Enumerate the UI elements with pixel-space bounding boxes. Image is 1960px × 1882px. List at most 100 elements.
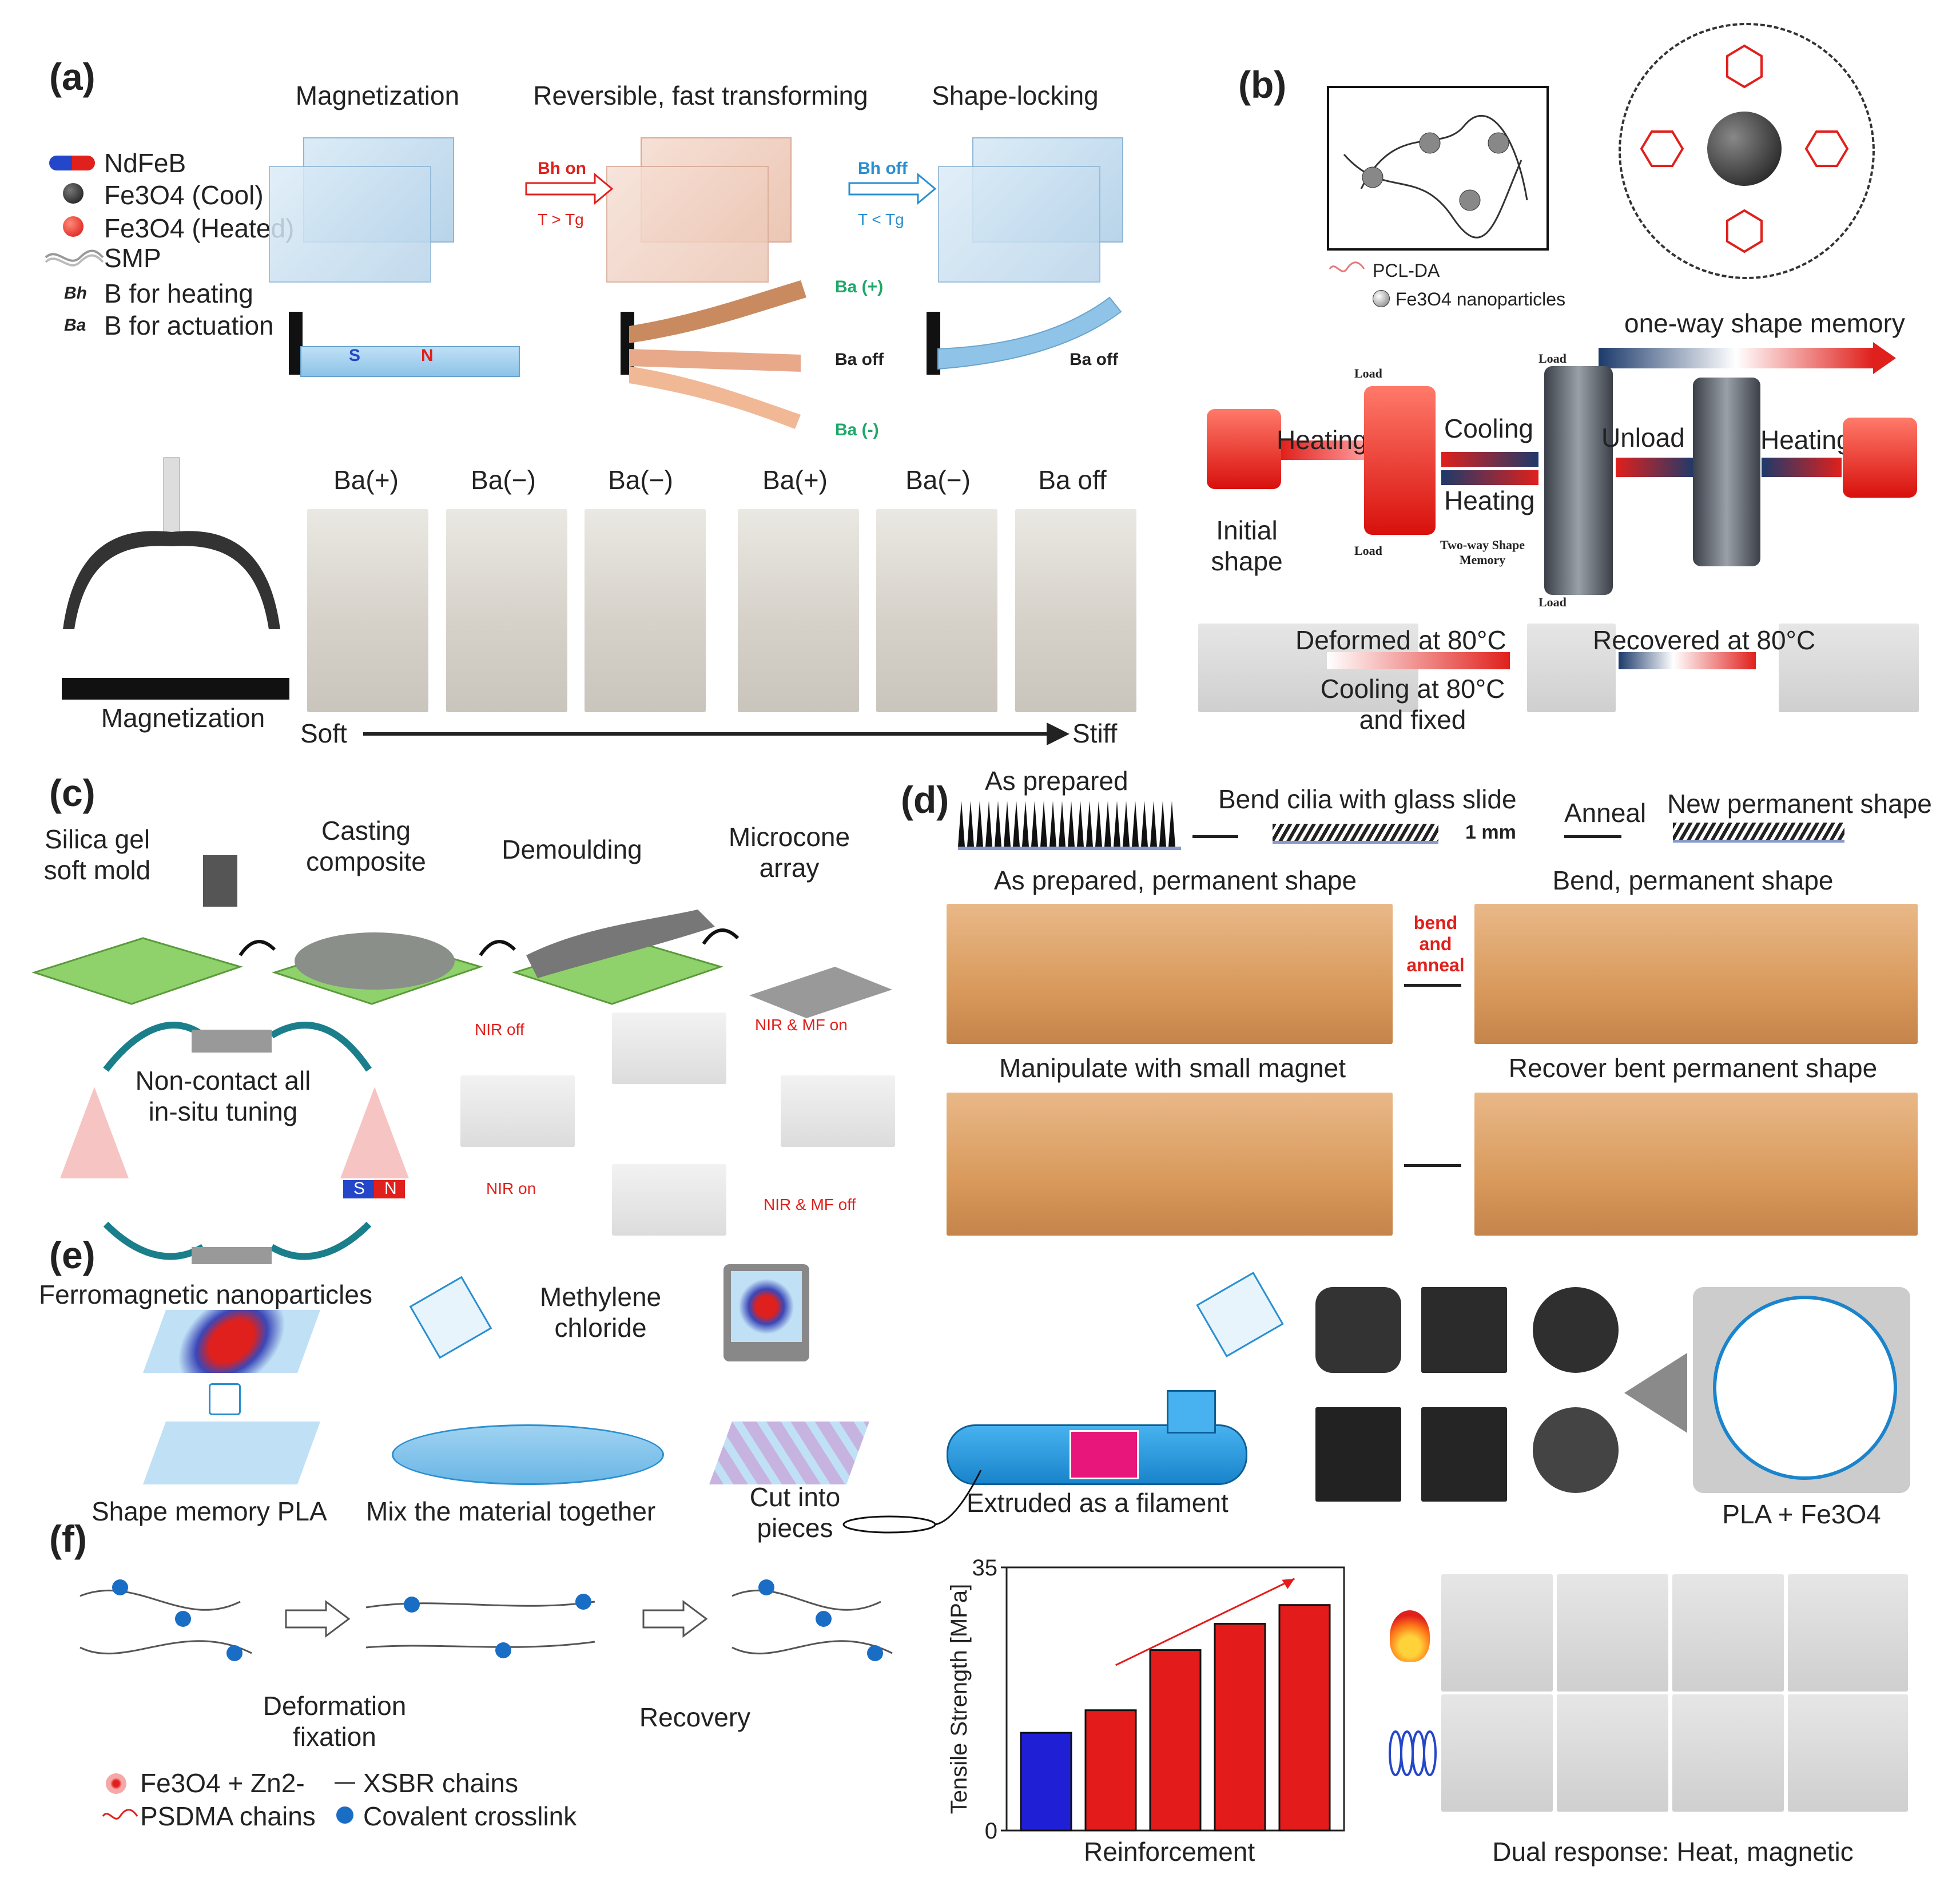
legend-fe3o4-np: Fe3O4 nanoparticles	[1396, 289, 1566, 309]
heat-photo-3	[1672, 1574, 1784, 1692]
photo-a2	[446, 509, 567, 712]
photo-d1-caption: As prepared, permanent shape	[993, 865, 1357, 895]
cilium-spike	[985, 801, 992, 847]
legend-b-heating: B for heating	[104, 279, 253, 308]
extruder-screw	[1070, 1430, 1139, 1479]
legend-ba-symbol: Ba	[64, 316, 86, 335]
cooling-step: Cooling	[1444, 414, 1533, 443]
unload-step: Unload	[1601, 423, 1685, 452]
tuning-label: Non-contact all in-situ tuning	[135, 1066, 311, 1126]
zoom-wedge	[1624, 1353, 1687, 1433]
print-sample-2	[1421, 1287, 1507, 1373]
trend-arrow	[1115, 1578, 1295, 1666]
bent-cilia-shape	[1273, 824, 1438, 844]
one-way-title: one-way shape memory	[1624, 308, 1905, 338]
bh-off-label: Bh off	[858, 159, 908, 178]
deformed-arrow	[1327, 652, 1510, 669]
print-sample-6	[1533, 1407, 1619, 1493]
heating-back-arrow	[1441, 470, 1538, 485]
heating-step-2: Heating	[1444, 486, 1535, 515]
bar	[1149, 1649, 1202, 1832]
panel-b-label: (b)	[1238, 63, 1287, 106]
panel-c-label: (c)	[49, 772, 96, 814]
network-box	[1327, 86, 1549, 251]
print-sample-5	[1421, 1407, 1507, 1502]
pla-fe3o4-label: PLA + Fe3O4	[1722, 1499, 1881, 1529]
legend-smp: SMP	[104, 243, 161, 273]
load-top-2: Load	[1538, 351, 1567, 366]
ba-plus-label: Ba (+)	[835, 277, 884, 296]
photo-a6-label: Ba off	[1038, 465, 1107, 495]
soft-label: Soft	[300, 718, 347, 748]
trend-arrowhead	[1282, 1578, 1295, 1589]
step-reversible-title: Reversible, fast transforming	[533, 81, 868, 110]
cilium-spike	[1086, 801, 1093, 847]
photo-c1	[612, 1013, 726, 1084]
beam-n-label: N	[421, 346, 434, 365]
arrow-d3	[1404, 984, 1461, 987]
photo-d4-caption: Recover bent permanent shape	[1508, 1053, 1878, 1083]
arrow-d4	[1404, 1164, 1461, 1167]
photo-d3-caption: Manipulate with small magnet	[999, 1053, 1346, 1083]
bh-on-label: Bh on	[538, 159, 586, 178]
mix-label: Mix the material together	[366, 1496, 656, 1526]
methylene-label: Methylene chloride	[539, 1282, 662, 1343]
legend-fe3o4-cool: Fe3O4 (Cool)	[104, 180, 264, 210]
photo-a6	[1015, 509, 1136, 712]
nir-on-label: NIR on	[486, 1180, 536, 1197]
psdma-legend-icon	[102, 1809, 138, 1820]
network-f	[79, 1579, 893, 1661]
print-sample-1	[1315, 1287, 1401, 1373]
bend-cilia-label: Bend cilia with glass slide	[1218, 784, 1517, 814]
photo-b3	[1779, 624, 1919, 712]
nir-mf-off-label: NIR & MF off	[764, 1196, 856, 1213]
bar	[1214, 1623, 1266, 1832]
photo-b2	[1527, 624, 1616, 712]
legend-fe3o4-heated: Fe3O4 (Heated)	[104, 213, 295, 243]
cooled-block	[1544, 366, 1613, 595]
ferromagnetic-label: Ferromagnetic nanoparticles	[39, 1280, 372, 1309]
step-magnetization-title: Magnetization	[295, 81, 460, 110]
deformation-label: Deformation fixation	[263, 1691, 407, 1752]
catechol-ligands	[1640, 44, 1849, 253]
magnetic-photo-2	[1557, 1694, 1668, 1812]
unloaded-block	[1693, 378, 1760, 566]
panel-f-label: (f)	[49, 1518, 87, 1560]
heating-arrow-3	[1762, 458, 1842, 477]
step-microcone: Microcone array	[728, 822, 850, 883]
step-casting: Casting composite	[306, 816, 426, 876]
cilium-spike	[1141, 801, 1148, 847]
photo-a5	[876, 509, 997, 712]
coil-icon	[1389, 1730, 1437, 1776]
beam-s-label: S	[349, 346, 361, 365]
heat-photo-4	[1788, 1574, 1908, 1692]
locked-beam	[937, 296, 1122, 370]
cilium-spike	[1004, 801, 1011, 847]
legend-xsbr: XSBR chains	[363, 1768, 519, 1798]
arrow-f1	[285, 1600, 351, 1638]
fabrication-steps	[31, 910, 892, 1018]
cilium-spike	[1123, 801, 1130, 847]
photo-d4	[1474, 1093, 1918, 1236]
fe3o4-center-particle	[1707, 112, 1782, 186]
fab-arrow-2	[479, 940, 516, 956]
fe3o4-legend-icon	[1373, 290, 1390, 307]
fe3o4-cool-legend-icon	[63, 183, 84, 204]
legend-ndfeb: NdFeB	[104, 148, 186, 178]
crosslink-legend-icon	[336, 1806, 353, 1824]
legend-bh-symbol: Bh	[64, 284, 87, 303]
smp-legend-icon	[45, 249, 104, 267]
heating-step-1: Heating	[1277, 425, 1367, 455]
fire-icon	[1390, 1610, 1430, 1662]
network-diagram	[1343, 114, 1528, 239]
recovered-arrow	[1619, 652, 1756, 669]
photo-a3	[585, 509, 706, 712]
cilium-spike	[1104, 801, 1111, 847]
y-tick-label: 0	[985, 1819, 997, 1844]
new-permanent-label: New permanent shape	[1667, 789, 1932, 819]
one-way-arrow	[1599, 348, 1873, 368]
cilia-as-prepared	[958, 801, 1181, 850]
cilium-spike	[995, 801, 1001, 847]
stiff-label: Stiff	[1072, 718, 1118, 748]
bar	[1020, 1732, 1072, 1832]
